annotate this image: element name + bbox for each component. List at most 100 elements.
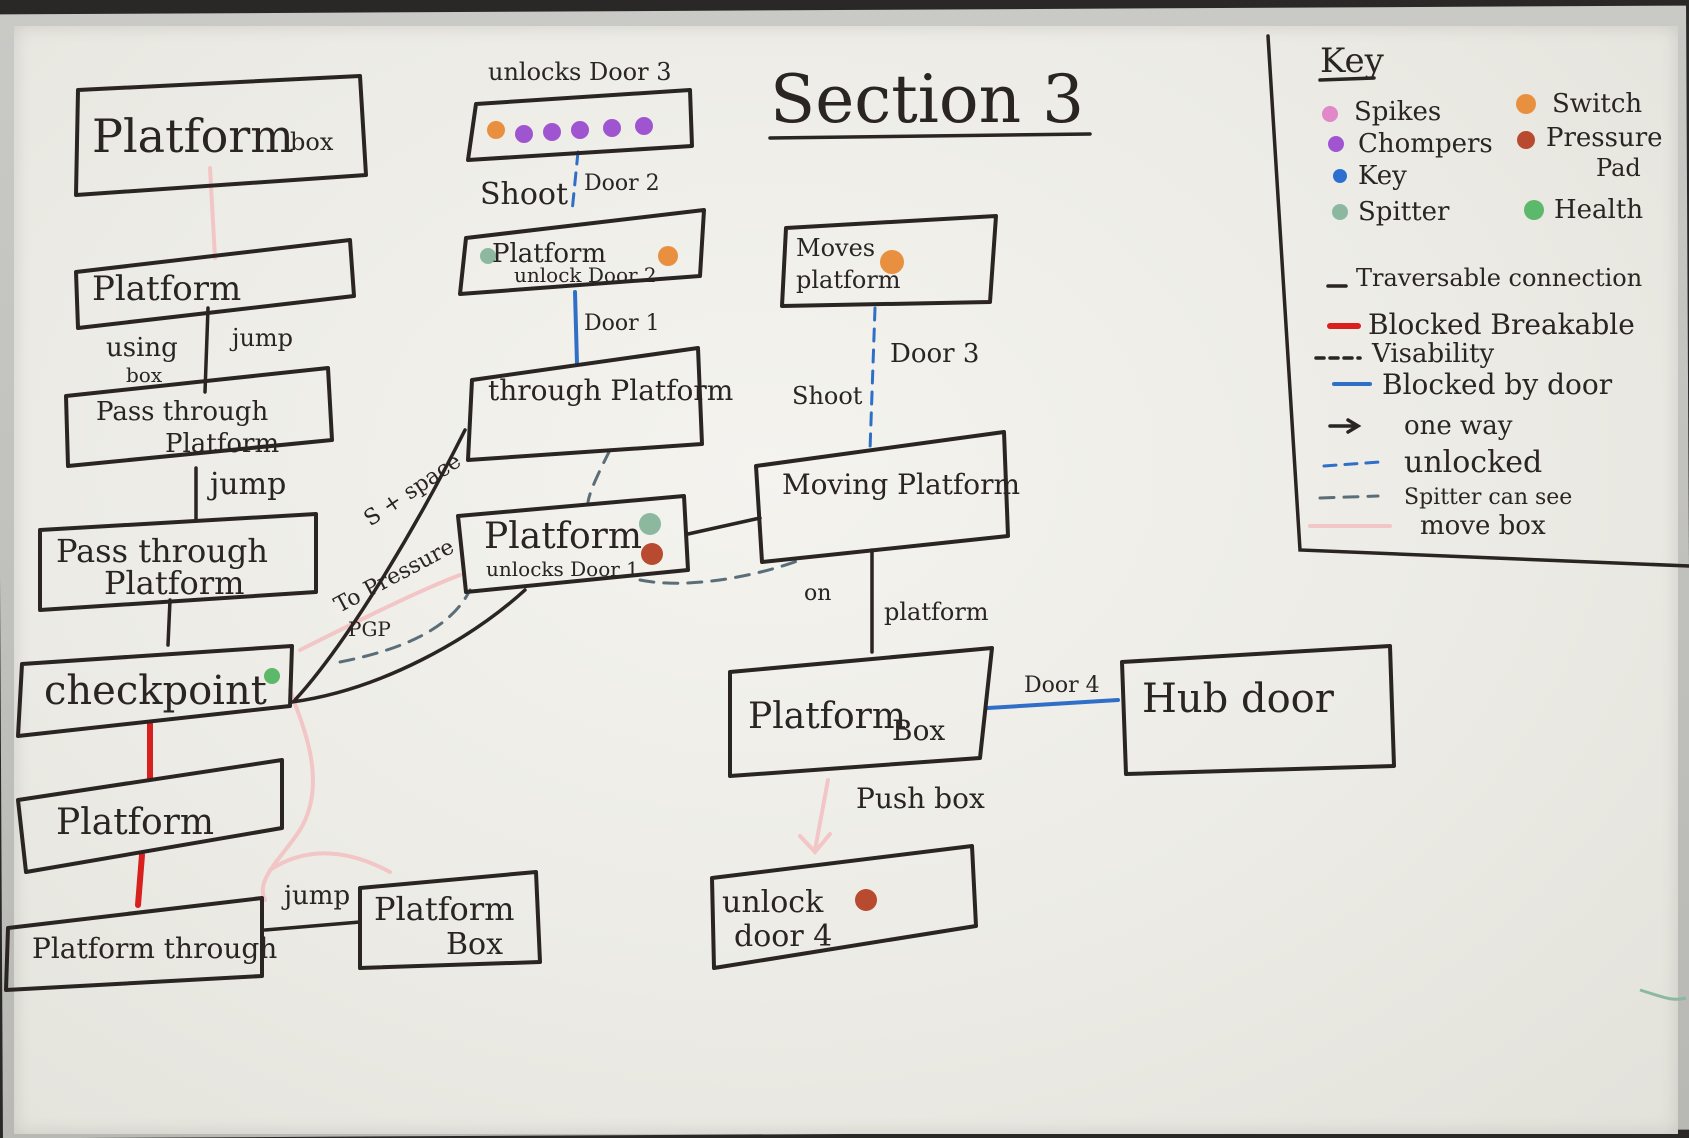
chompers-icon [635,117,653,135]
legend-visability: Visability [1371,339,1495,369]
chompers-icon [571,121,589,139]
legend-move-box: move box [1420,511,1546,541]
edge-blocked-platform-through [135,852,145,908]
legend-unlocked-swatch [1322,460,1382,468]
whiteboard [14,26,1678,1134]
legend-unlocked: unlocked [1404,445,1542,480]
node-platform-lower: Platform [16,758,284,874]
edge-door3-unlocked [868,306,877,452]
node-platform-box-top: Platform box [74,74,368,197]
edge-label-box: box [126,363,163,387]
node-platform-box-top-sublabel: box [290,128,334,156]
legend-pad: Pad [1596,154,1641,182]
chompers-icon [603,119,621,137]
node-moves-platform: Moves platform [780,214,998,308]
node-platform-unlock-door2-sublabel: unlock Door 2 [514,263,657,287]
node-checkpoint: checkpoint [16,644,294,738]
edge-door1-to-moving [686,516,762,536]
node-platform-lower-label: Platform [56,802,214,843]
edge-checkpoint-to-platform-door1 [290,588,527,704]
legend-switch: Switch [1552,89,1642,119]
spitter-icon [480,248,496,264]
health-icon [264,668,280,684]
edge-label-jump-1: jump [229,324,293,352]
legend-chompers: Chompers [1358,129,1493,159]
legend-spitter-see: Spitter can see [1404,485,1572,510]
spikes-icon [1322,106,1338,122]
move-box-path-pressure [298,573,462,652]
edge-spitter-see-through [586,448,612,504]
pressure-pad-icon [855,889,877,911]
node-pass-through-1-sublabel: Platform [165,429,279,459]
node-pass-through-2-sublabel: Platform [104,564,244,602]
node-platform-box-mid-sublabel: Box [892,714,945,747]
node-platform-unlocks-door1-sublabel: unlocks Door 1 [486,557,639,581]
node-platform-unlocks-door1: Platform unlocks Door 1 [456,494,690,594]
node-through-platform-label: through Platform [488,374,733,407]
legend: Key Spikes Chompers Key Spitter Switch P… [1266,34,1689,568]
legend-pressure: Pressure [1546,123,1663,153]
node-moving-platform: Moving Platform [754,430,1020,564]
switch-icon [658,246,678,266]
legend-blocked-door: Blocked by door [1382,368,1613,401]
node-unlock-door4-sublabel: door 4 [734,919,832,954]
node-hub-door: Hub door [1120,644,1396,776]
legend-spikes: Spikes [1354,97,1441,127]
legend-spitter: Spitter [1358,197,1450,227]
edge-label-platform: platform [884,598,989,626]
legend-spitter-see-swatch [1318,494,1380,500]
chompers-icon [515,125,533,143]
legend-one-way-swatch [1328,418,1362,434]
chompers-icon [543,123,561,141]
edge-platform-to-pass1 [203,306,210,394]
marker-smudge [1639,988,1687,1001]
node-pass-through-1: Pass through Platform [64,366,334,468]
pressure-pad-icon [641,543,663,565]
move-box-path-left [260,688,315,902]
legend-health: Health [1554,195,1643,225]
edge-label-on: on [804,581,831,606]
legend-heading: Key [1320,41,1385,81]
node-platform-box-mid-label: Platform [748,696,906,737]
node-pass-through-1-label: Pass through [96,397,268,427]
edge-label-jump-3: jump [281,881,350,911]
edge-label-shoot-top: Shoot [480,177,568,212]
node-hub-door-label: Hub door [1142,676,1335,722]
node-moves-platform-sublabel: platform [796,266,901,294]
node-through-platform: through Platform [466,346,733,462]
switch-icon [487,121,505,139]
section-title: Section 3 [770,61,1084,138]
edge-label-door3: Door 3 [890,339,979,369]
node-unlocks-door3 [466,88,694,162]
node-pass-through-2-label: Pass through [56,532,268,570]
edge-label-using: using [106,333,178,363]
chompers-icon [1328,136,1344,152]
node-unlock-door4-label: unlock [722,885,824,920]
edge-spitter-see-moving [638,558,802,585]
node-platform-box-mid: Platform Box [728,646,994,778]
edge-door1-blocked [573,290,579,366]
node-pass-through-2: Pass through Platform [38,512,318,612]
edge-label-shoot-mid: Shoot [792,382,863,410]
node-unlocks-door3-caption: unlocks Door 3 [488,58,671,86]
node-platform-box-bottom-label: Platform [374,890,514,928]
legend-blocked-breakable: Blocked Breakable [1368,308,1635,341]
legend-heading-underline [1318,76,1376,82]
edge-label-jump-2: jump [207,467,286,502]
edge-door2-unlocked [570,150,580,214]
edge-label-to-pressure: To Pressure [330,534,458,618]
legend-key: Key [1358,161,1407,191]
edge-label-push-box: Push box [856,782,985,815]
health-icon [1524,200,1544,220]
node-platform-unlock-door2: Platform unlock Door 2 [458,208,706,296]
edge-through-to-box [263,920,362,932]
node-platform-box-bottom-sublabel: Box [446,927,503,962]
edge-checkpoint-to-through-platform [293,428,467,702]
node-platform-box-bottom: Platform Box [358,870,542,970]
edge-label-door4: Door 4 [1024,673,1100,698]
edge-label-s-space: S + space [360,449,466,532]
edge-label-pgp: PGP [348,617,391,641]
title-underline [768,132,1092,140]
node-moving-platform-label: Moving Platform [782,468,1020,501]
